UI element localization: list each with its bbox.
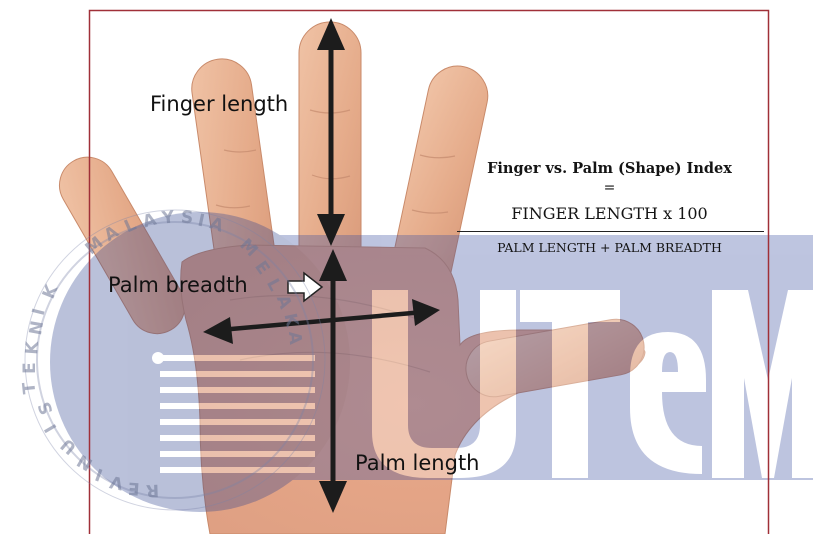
palm-breadth-label: Palm breadth xyxy=(108,275,248,296)
formula-title: Finger vs. Palm (Shape) Index xyxy=(452,160,767,177)
formula-equals-sign: = xyxy=(452,180,767,196)
finger-length-label: Finger length xyxy=(150,94,288,115)
formula-numerator: FINGER LENGTH x 100 xyxy=(452,204,767,223)
palm-length-label: Palm length xyxy=(355,453,480,474)
formula-denominator: PALM LENGTH + PALM BREADTH xyxy=(452,240,767,255)
formula-fraction-bar xyxy=(457,231,764,232)
